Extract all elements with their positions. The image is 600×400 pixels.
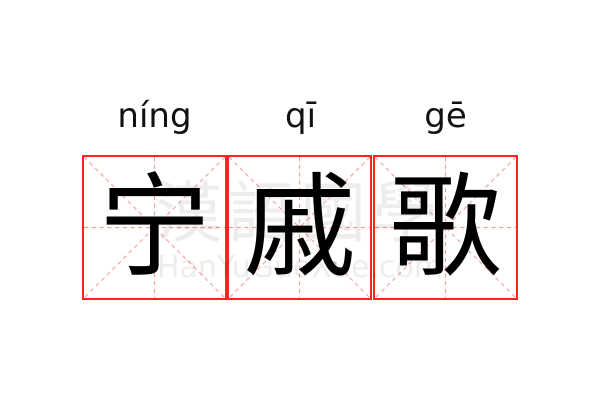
grid-cell-2	[227, 155, 372, 300]
pinyin-3: gē	[424, 96, 467, 136]
guide-lines	[229, 157, 370, 298]
grid-cell-3	[373, 155, 518, 300]
pinyin-2: qī	[284, 96, 317, 136]
character-grid	[82, 155, 518, 300]
grid-cell-1	[82, 155, 227, 300]
guide-lines	[375, 157, 516, 298]
watermark-latin: HanYuGuoXue.com	[156, 250, 444, 285]
pinyin-1: níng	[117, 96, 192, 136]
watermark-hanzi: 漢語國學	[156, 175, 444, 252]
guide-lines	[84, 157, 225, 298]
